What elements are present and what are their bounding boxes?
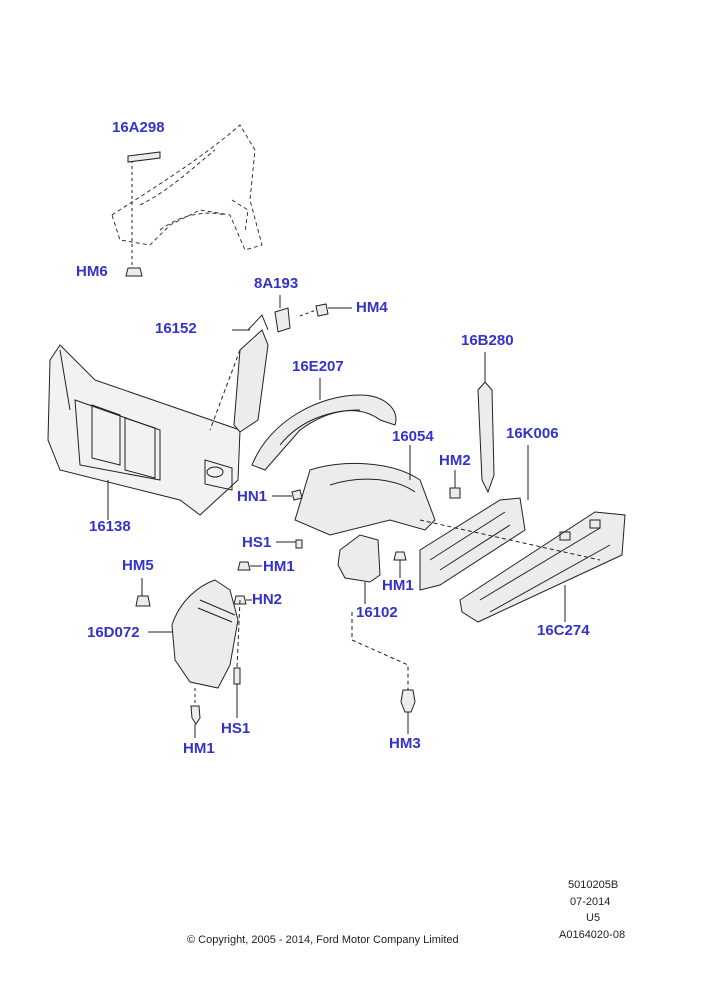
callout-hm3[interactable]: HM3 (389, 735, 421, 752)
part-8A193 (274, 307, 291, 333)
callout-16138[interactable]: 16138 (89, 518, 131, 535)
part-hm5 (135, 595, 151, 607)
part-16054 (294, 463, 436, 536)
fender-outline (111, 124, 263, 251)
part-hn1 (291, 489, 303, 501)
callout-hm6[interactable]: HM6 (76, 263, 108, 280)
part-16B280 (477, 381, 495, 494)
part-hm1-a (237, 561, 251, 571)
callout-hm1-b[interactable]: HM1 (382, 577, 414, 594)
callout-hn2[interactable]: HN2 (252, 591, 283, 608)
part-16138 (47, 344, 241, 516)
callout-hs1-bottom[interactable]: HS1 (221, 720, 251, 737)
leader-16102-hm3 (351, 612, 409, 690)
callout-16D072[interactable]: 16D072 (87, 624, 140, 641)
callout-16E207[interactable]: 16E207 (292, 358, 344, 375)
copyright-notice: © Copyright, 2005 - 2014, Ford Motor Com… (187, 934, 459, 946)
part-hs1-top (295, 539, 303, 549)
callout-16K006[interactable]: 16K006 (506, 425, 559, 442)
callout-hm5[interactable]: HM5 (122, 557, 154, 574)
part-16C274 (459, 511, 626, 623)
callout-hm4[interactable]: HM4 (356, 299, 388, 316)
part-hm3 (400, 689, 416, 713)
callout-8A193[interactable]: 8A193 (254, 275, 299, 292)
diagram-date: 07-2014 (570, 896, 611, 908)
part-hm6 (125, 267, 143, 277)
part-16K006 (419, 497, 526, 591)
leader-16152-down (209, 349, 241, 431)
part-hm4 (315, 303, 329, 317)
part-16E207 (251, 394, 397, 471)
callout-hm1-a[interactable]: HM1 (263, 558, 295, 575)
part-hm2 (449, 487, 461, 499)
callout-16A298[interactable]: 16A298 (112, 119, 165, 136)
callout-16054[interactable]: 16054 (392, 428, 434, 445)
callout-hm1-c[interactable]: HM1 (183, 740, 215, 757)
callout-16B280[interactable]: 16B280 (461, 332, 514, 349)
part-16102 (337, 534, 381, 583)
callout-hs1-top[interactable]: HS1 (242, 534, 272, 551)
part-16152 (233, 314, 269, 433)
diagram-reference: A0164020-08 (559, 929, 626, 941)
part-16D072 (171, 579, 239, 689)
part-hm1-c (190, 705, 201, 725)
callout-16102[interactable]: 16102 (356, 604, 398, 621)
callout-hn1[interactable]: HN1 (237, 488, 268, 505)
callout-16152[interactable]: 16152 (155, 320, 197, 337)
part-hm1-b (393, 551, 407, 561)
callout-hm2[interactable]: HM2 (439, 452, 471, 469)
part-hs1-bottom (233, 667, 241, 685)
callout-16C274[interactable]: 16C274 (537, 622, 590, 639)
diagram-version: U5 (586, 912, 601, 924)
part-16A298 (127, 151, 161, 163)
diagram-code: 5010205B (568, 879, 619, 891)
